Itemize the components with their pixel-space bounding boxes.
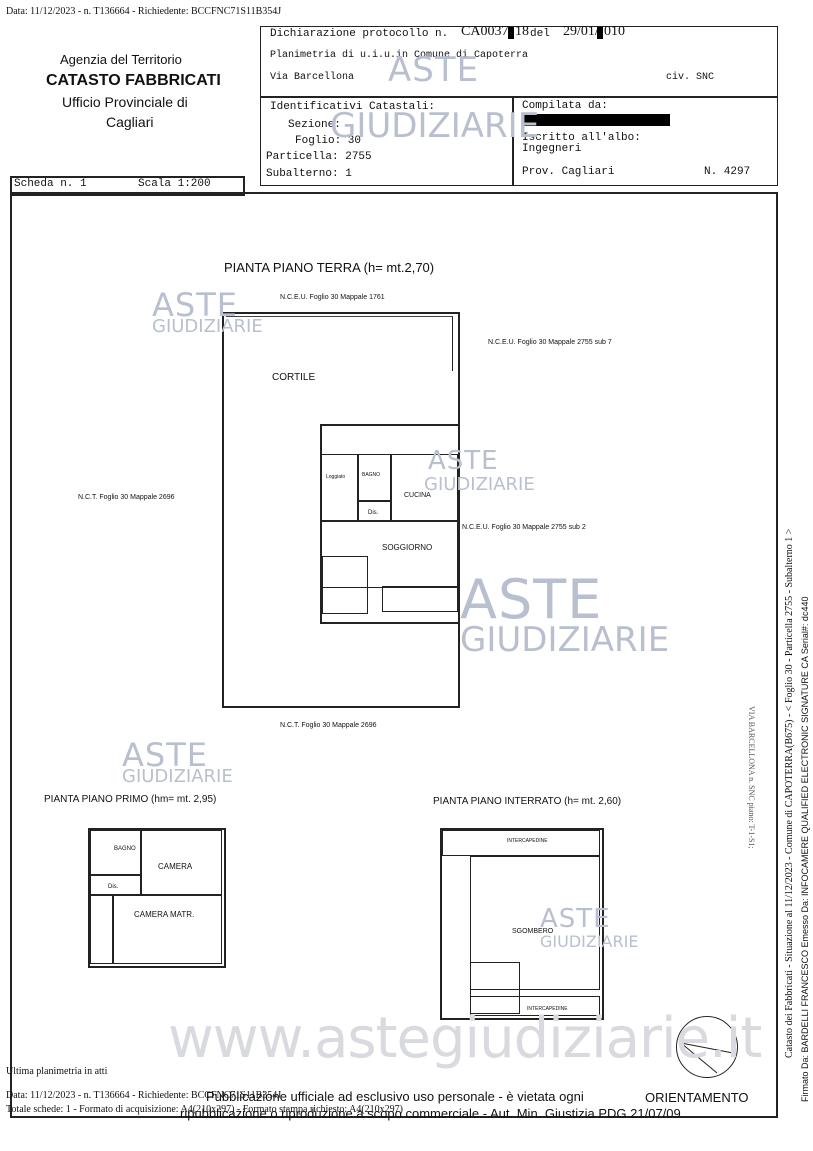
watermark-giudiziarie: GIUDIZIARIE: [330, 106, 540, 146]
numero-value: N. 4297: [704, 166, 751, 178]
watermark-aste: ASTE: [460, 568, 603, 631]
protocol-label: Dichiarazione protocollo n.: [270, 28, 449, 40]
watermark-giudiziarie: GIUDIZIARIE: [460, 620, 670, 660]
intercapedine-top: [442, 830, 600, 856]
watermark-aste: ASTE: [152, 286, 238, 324]
room-cucina: [390, 454, 458, 522]
first-floor-title: PIANTA PIANO PRIMO (hm= mt. 2,95): [44, 794, 217, 805]
watermark-aste: ASTE: [122, 736, 208, 774]
footer-pub-2: ripubblicazione o riproduzione a scopo c…: [180, 1106, 681, 1121]
cortile-inner-edge: [226, 316, 453, 371]
agency-name: Agenzia del Territorio: [60, 52, 182, 67]
sezione-line: Sezione:: [288, 119, 341, 131]
prov-value: Prov. Cagliari: [522, 166, 615, 178]
del-label: del: [530, 28, 550, 40]
side-firmato: Firmato Da: BARDELLI FRANCESCO Emesso Da…: [800, 596, 810, 1102]
compass-icon: [676, 1016, 738, 1078]
stairs-first: [90, 894, 114, 964]
basement-title: PIANTA PIANO INTERRATO (h= mt. 2,60): [433, 796, 622, 807]
footer-ultima: Ultima planimetria in atti: [6, 1066, 108, 1077]
watermark-giudiziarie: GIUDIZIARIE: [122, 766, 233, 787]
drawing-frame: [10, 192, 778, 1118]
soggiorno-label: SOGGIORNO: [382, 543, 433, 552]
identificativi-box: [260, 96, 514, 186]
bagno-first-label: BAGNO: [114, 846, 136, 852]
top-header: Data: 11/12/2023 - n. T136664 - Richiede…: [6, 6, 282, 17]
watermark-aste: ASTE: [540, 904, 611, 934]
redaction-mark: [508, 27, 514, 39]
bagno-ground-label: BAGNO: [362, 472, 381, 478]
redacted-name: [522, 114, 670, 126]
foglio-line: Foglio: 30: [295, 135, 362, 147]
iscritto-label: Iscritto all'albo:: [522, 132, 641, 144]
ref-right-mid: N.C.E.U. Foglio 30 Mappale 2755 sub 2: [462, 524, 586, 531]
side-catasto: Catasto dei Fabbricati - Situazione al 1…: [784, 528, 795, 1058]
cortile-label: CORTILE: [272, 372, 316, 383]
house-ground: [320, 424, 460, 624]
agency-title: CATASTO FABBRICATI: [46, 72, 221, 89]
dis-ground-label: Dis.: [368, 510, 379, 516]
footer-data: Data: 11/12/2023 - n. T136664 - Richiede…: [6, 1090, 282, 1101]
identificativi-title: Identificativi Catastali:: [270, 101, 436, 113]
footer-pub-1: Pubblicazione ufficiale ad esclusivo uso…: [206, 1089, 584, 1104]
scheda-box: [10, 176, 245, 196]
ref-top: N.C.E.U. Foglio 30 Mappale 1761: [280, 294, 385, 301]
watermark-giudiziarie: GIUDIZIARIE: [424, 474, 535, 495]
planimetria-line: Planimetria di u.i.u.in Comune di Capote…: [270, 50, 529, 61]
albo-value: Ingegneri: [522, 143, 582, 155]
stairs-ground: [322, 556, 368, 614]
footer-totale: Totale schede: 1 - Formato di acquisizio…: [6, 1104, 403, 1115]
room-bagno-ground: [358, 454, 392, 502]
compilata-box: [512, 96, 778, 186]
watermark-aste: ASTE: [388, 50, 480, 90]
intercapedine-bottom: [470, 996, 600, 1016]
watermark-giudiziarie: GIUDIZIARIE: [152, 316, 263, 337]
scheda-label: Scheda n. 1: [14, 178, 87, 190]
scala-label: Scala 1:200: [138, 178, 211, 190]
loggiato-label: Loggiato: [326, 474, 346, 480]
room-dis-ground: [358, 500, 392, 522]
ref-bottom: N.C.T. Foglio 30 Mappale 2696: [280, 722, 377, 729]
cucina-label: CUCINA: [404, 492, 431, 499]
protocol-date-1: 29/01/: [563, 24, 599, 39]
orientamento-label: ORIENTAMENTO: [645, 1090, 749, 1105]
ground-ext: [382, 586, 458, 612]
basement-outer: [440, 828, 604, 1020]
ground-floor-title: PIANTA PIANO TERRA (h= mt.2,70): [224, 260, 435, 275]
stairs-basement: [470, 962, 520, 1014]
dis-first-label: Dis.: [108, 884, 119, 890]
watermark-aste: ASTE: [428, 446, 499, 476]
intercapedine-top-label: INTERCAPEDINE: [507, 838, 548, 844]
room-bagno-first: [90, 830, 142, 876]
ref-left: N.C.T. Foglio 30 Mappale 2696: [78, 494, 175, 501]
room-camera: [140, 830, 222, 896]
compilata-title: Compilata da:: [522, 100, 608, 112]
via-line: Via Barcellona: [270, 72, 355, 83]
room-loggiato: [320, 454, 358, 522]
side-via: VIA BARCELLONA n. SNC piano: T-1-S1;: [747, 706, 756, 849]
watermark-site: www.astegiudiziarie.it: [168, 1006, 762, 1071]
room-sgombero: [470, 856, 600, 990]
protocol-date-2: 010: [604, 24, 625, 39]
declaration-box: [260, 26, 778, 98]
agency-city: Cagliari: [106, 114, 154, 130]
protocol-tail: 18: [515, 24, 529, 39]
civ-line: civ. SNC: [666, 72, 715, 83]
redaction-mark: [597, 27, 603, 39]
camera-label: CAMERA: [158, 862, 193, 871]
protocol-value: CA0037: [461, 24, 509, 39]
agency-office: Ufficio Provinciale di: [62, 94, 188, 110]
room-soggiorno: [320, 520, 458, 588]
house-first: [88, 828, 226, 968]
intercapedine-bottom-label: INTERCAPEDINE: [527, 1006, 568, 1012]
room-dis-first: [90, 874, 142, 896]
room-camera-matr: [112, 894, 222, 964]
subalterno-line: Subalterno: 1: [266, 168, 352, 180]
watermark-giudiziarie: GIUDIZIARIE: [540, 932, 639, 951]
camera-matr-label: CAMERA MATR.: [134, 910, 195, 919]
particella-line: Particella: 2755: [266, 151, 372, 163]
sgombero-label: SGOMBERO: [512, 928, 554, 935]
ref-right-top: N.C.E.U. Foglio 30 Mappale 2755 sub 7: [488, 339, 612, 346]
